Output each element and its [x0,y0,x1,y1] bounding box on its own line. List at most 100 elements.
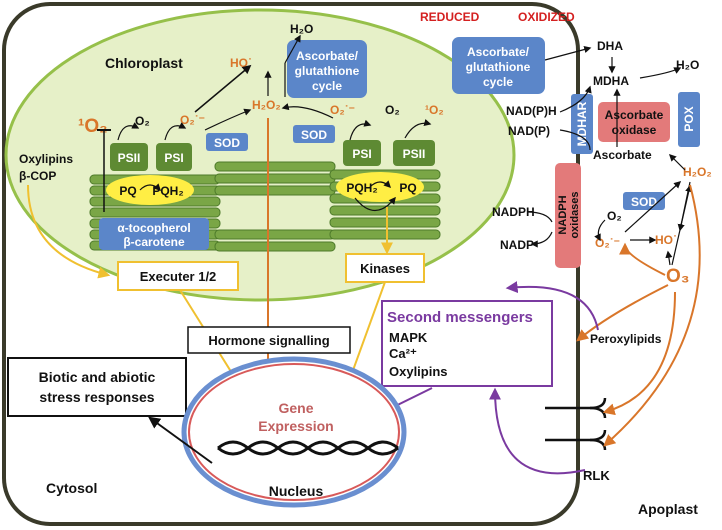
stress-responses-line2: stress responses [39,389,154,405]
nadph-h: NAD(P)H [506,104,557,118]
water-apoplast: H₂O [676,58,699,72]
nadph: NADPH [492,205,535,219]
oxylipins-chloroplast: Oxylipins [19,152,73,166]
oxylipins-messenger: Oxylipins [389,364,448,379]
rlk-to-messengers-arrow [489,387,586,475]
ozone: O₃ [666,266,690,287]
peroxylipids: Peroxylipids [590,332,662,346]
sod-right: SOD [301,128,327,142]
pqh2-left: PQH₂ [152,184,183,198]
oxygen-left: O₂ [135,114,150,128]
nadph-oxidases-line2: oxidases [569,191,581,238]
ascorbate-oxidase-line2: oxidase [612,123,657,137]
dna-helix-icon [217,440,399,456]
cytosol-label: Cytosol [46,480,97,496]
ascorbate-glutathione-cycle-chloroplast [287,40,367,98]
kinases: Kinases [360,261,410,276]
nadp-b: NADP [500,238,534,252]
singlet-oxygen-left: ¹O₂ [78,116,108,137]
reduced-label: REDUCED [420,10,480,24]
mdha: MDHA [593,74,629,88]
beta-cop: β-COP [19,169,56,183]
nucleus-inner-membrane [188,363,400,501]
singlet-oxygen-right: ¹O₂ [425,103,444,117]
ascorbate-glutathione-cycle-apoplast [452,37,545,94]
pox-box [678,92,700,147]
superoxide-left: O₂˙⁻ [180,113,205,127]
psii-left-box [110,143,148,171]
mapk: MAPK [389,330,428,345]
gene-line2: Expression [258,418,333,434]
h2o2-chloroplast: H₂O₂ [252,98,281,112]
asc-cycle-line2: glutathione [295,64,360,78]
pq-loop-arrow [354,196,396,212]
apo-asc-line3: cycle [483,75,513,89]
dha: DHA [597,39,623,53]
sod-right-box [293,125,335,143]
superoxide-apoplast: O₂˙⁻ [595,236,620,250]
plastoquinone-pool-right [336,172,424,202]
pq-left: PQ [119,184,136,198]
oxidized-label: OXIDIZED [518,10,575,24]
asc-cycle-line1: Ascorbate/ [296,49,359,63]
pox: POX [682,106,696,131]
psii-right: PSII [403,147,426,161]
calcium: Ca²⁺ [389,346,417,361]
hydroxyl-radical-apoplast: HO˙ [655,233,677,247]
h2o2-apoplast: H₂O₂ [683,165,712,179]
ascorbate: Ascorbate [593,148,652,162]
sod-left-box [206,133,248,151]
asc-cycle-line3: cycle [312,79,342,93]
oxygen-right: O₂ [385,103,400,117]
second-messengers-box [381,300,553,387]
psii-right-box [393,140,435,166]
oxygen-apoplast: O₂ [607,209,622,223]
stress-responses-box [7,357,187,417]
nucleus [181,356,407,508]
peroxylipids-to-messengers-arrow [505,281,599,331]
apo-asc-line1: Ascorbate/ [467,45,530,59]
beta-carotene: β-carotene [123,235,185,249]
pq-right: PQ [399,181,416,195]
ascorbate-oxidase-box [598,102,670,142]
gene-line1: Gene [278,400,313,416]
psi-right-box [343,140,381,166]
pqh2-right: PQH₂ [346,181,377,195]
tocopherol-carotene-box [99,218,209,250]
apo-asc-line2: glutathione [466,60,531,74]
apoplast-label: Apoplast [638,501,698,517]
chloroplast [4,8,516,302]
psi-right: PSI [352,147,371,161]
chloroplast-label: Chloroplast [105,55,183,71]
nadph-oxidases-box [555,163,581,268]
ozone-signalling-arrows [576,184,701,447]
water-chloroplast: H₂O [290,22,313,36]
psii-left: PSII [118,151,141,165]
hormone-signalling-box [187,326,351,354]
psi-left: PSI [164,151,183,165]
ascorbate-oxidase-line1: Ascorbate [605,108,664,122]
sod-left: SOD [214,136,240,150]
kinases-box [345,253,425,283]
nucleus-label: Nucleus [269,483,324,499]
psi-left-box [156,143,192,171]
superoxide-right: O₂˙⁻ [330,103,355,117]
sod-apoplast: SOD [631,195,657,209]
plastoquinone-pool-left [106,175,194,205]
stress-responses-line1: Biotic and abiotic [39,369,156,385]
alpha-tocopherol: α-tocopherol [117,221,190,235]
pq-cycle-arrow-left [139,183,162,192]
rlk-label: RLK [583,468,610,483]
nadph-oxidases-line1: NADPH [557,195,569,234]
mdhar: MDHAR [575,101,589,146]
rlk-receptor-icon [545,397,607,451]
nucleus-to-stress-arrow [148,416,213,464]
nadp: NAD(P) [508,124,550,138]
second-messengers-title: Second messengers [387,309,533,326]
hormone-signalling: Hormone signalling [208,333,329,348]
executer: Executer 1/2 [140,269,217,284]
executer-box [117,261,239,291]
pq-cycle-arrow-right [369,180,392,189]
